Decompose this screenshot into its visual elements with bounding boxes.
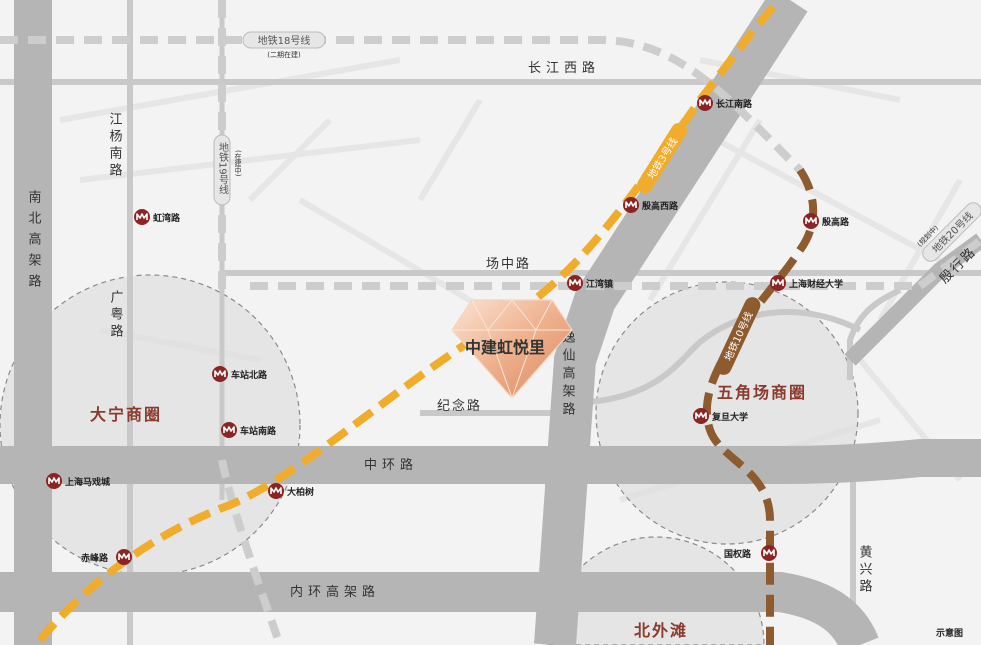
line19-note: (在建中) — [234, 150, 242, 177]
road-zhonghuan: 中环路 — [364, 457, 418, 473]
road-neihuan-elevated: 内环高架路 — [290, 584, 380, 600]
map-footnote: 示意图 — [936, 627, 963, 639]
road-jinian: 纪念路 — [437, 398, 482, 414]
station-jiangwan-town[interactable]: 江湾镇 — [566, 274, 613, 292]
svg-text:虹湾路: 虹湾路 — [153, 212, 181, 224]
line18-label: 地铁18号线 — [258, 34, 311, 47]
svg-text:国权路: 国权路 — [724, 548, 752, 560]
svg-text:殷高路: 殷高路 — [821, 216, 850, 228]
svg-text:长江南路: 长江南路 — [716, 98, 753, 110]
stations: 长江南路 殷高西路 殷高路 江湾镇 上海财经大学 虹湾路 车站北路 车站南路 上… — [45, 94, 850, 566]
road-huangxing: 黄兴路 — [857, 545, 873, 596]
district-daning: 大宁商圈 — [90, 405, 162, 424]
line19-label: 地铁19号线 — [217, 141, 229, 195]
svg-text:车站北路: 车站北路 — [231, 369, 268, 381]
svg-text:车站南路: 车站南路 — [240, 425, 277, 437]
district-beiwaitan: 北外滩 — [634, 621, 688, 640]
road-jiangyang-south: 江杨南路 — [107, 112, 123, 180]
road-guangyue: 广粤路 — [108, 290, 124, 341]
station-changjiang-south[interactable]: 长江南路 — [696, 94, 753, 112]
station-sufe[interactable]: 上海财经大学 — [769, 274, 843, 292]
station-yingao[interactable]: 殷高路 — [802, 212, 850, 230]
station-chezhan-south[interactable]: 车站南路 — [220, 421, 277, 439]
project-diamond-icon — [451, 299, 573, 400]
svg-text:上海马戏城: 上海马戏城 — [65, 476, 110, 488]
svg-text:江湾镇: 江湾镇 — [586, 278, 613, 290]
station-guoquan[interactable]: 国权路 — [724, 544, 778, 562]
road-labels: 长江西路 江杨南路 南北高架路 广粤路 场中路 纪念路 中环路 逸仙高架路 内环… — [26, 60, 980, 600]
road-yixian-elevated: 逸仙高架路 — [560, 330, 576, 420]
line10-path — [702, 167, 818, 645]
project-name: 中建虹悦里 — [465, 338, 545, 357]
road-changzhong: 场中路 — [486, 256, 531, 272]
line18-label-group: 地铁18号线 (二期在建) — [242, 31, 326, 59]
road-changjiang-west: 长江西路 — [528, 60, 600, 76]
road-nanbei-elevated: 南北高架路 — [26, 189, 42, 295]
line19-label-group: 地铁19号线 (在建中) — [213, 134, 242, 206]
svg-text:大柏树: 大柏树 — [287, 486, 314, 498]
station-chezhan-north[interactable]: 车站北路 — [211, 365, 268, 383]
station-circus[interactable]: 上海马戏城 — [45, 472, 110, 490]
station-yingao-west[interactable]: 殷高西路 — [622, 196, 679, 214]
svg-text:赤峰路: 赤峰路 — [81, 552, 109, 564]
svg-text:殷高西路: 殷高西路 — [641, 200, 679, 212]
station-dabaishu[interactable]: 大柏树 — [267, 482, 314, 500]
district-wujiaochang: 五角场商圈 — [717, 383, 807, 402]
line3-path — [36, 0, 783, 643]
station-chifeng[interactable]: 赤峰路 — [81, 548, 133, 566]
station-hongwan[interactable]: 虹湾路 — [133, 208, 181, 226]
svg-text:上海财经大学: 上海财经大学 — [789, 278, 843, 290]
line18-note: (二期在建) — [267, 50, 301, 59]
svg-text:复旦大学: 复旦大学 — [711, 411, 748, 423]
station-fudan[interactable]: 复旦大学 — [692, 407, 748, 425]
